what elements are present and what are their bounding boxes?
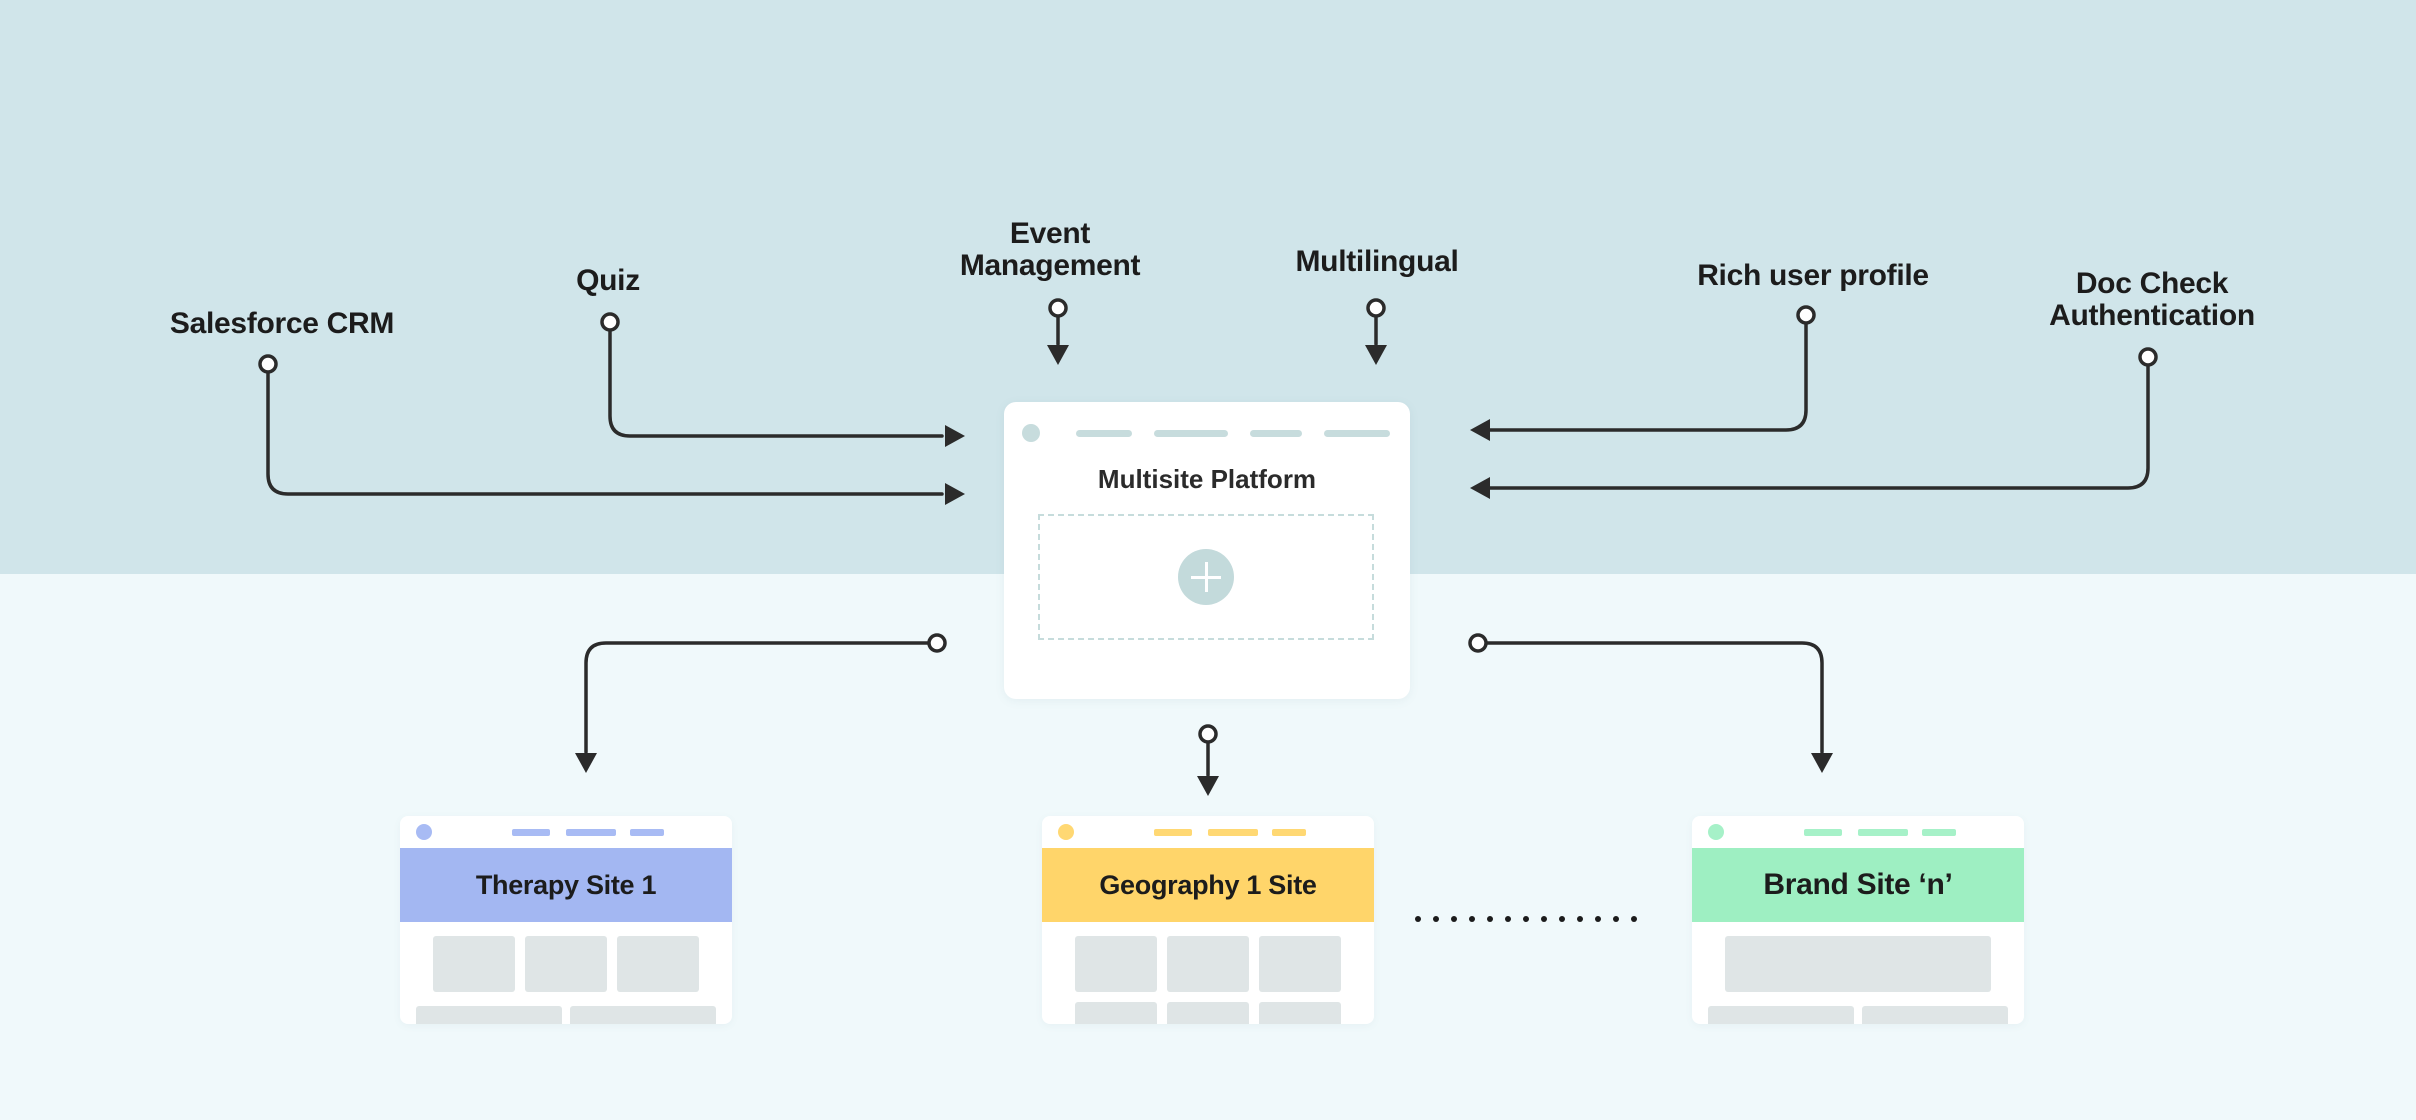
node-geography-out [1198, 724, 1218, 744]
site-title-geography: Geography 1 Site [1099, 869, 1317, 900]
nav-placeholder [1154, 430, 1228, 437]
node-quiz [600, 312, 620, 332]
arrowhead-therapy [575, 753, 597, 773]
window-dot [1022, 424, 1040, 442]
content-placeholder [1075, 1002, 1157, 1024]
arrowhead-event [1047, 345, 1069, 365]
node-therapy-out [927, 633, 947, 653]
multisite-platform-card: Multisite Platform [1004, 402, 1410, 699]
nav-placeholder [1324, 430, 1390, 437]
site-card-brand: Brand Site ‘n’ [1692, 816, 2024, 1024]
content-placeholder [1075, 936, 1157, 992]
connector-therapy [584, 641, 932, 754]
node-multilingual [1366, 298, 1386, 318]
arrowhead-geography [1197, 776, 1219, 796]
connector-brand [1484, 641, 1824, 754]
label-doc-check-authentication: Doc Check Authentication [2049, 268, 2255, 332]
window-dot [416, 824, 432, 840]
label-doccheck-line1: Doc Check [2075, 267, 2229, 300]
content-placeholder [1708, 1006, 1854, 1024]
content-placeholder [1862, 1006, 2008, 1024]
label-quiz: Quiz [576, 264, 640, 297]
platform-title: Multisite Platform [1097, 464, 1317, 494]
node-brand-out [1468, 633, 1488, 653]
platform-dropzone [1038, 514, 1374, 640]
node-doccheck [2138, 347, 2158, 367]
content-placeholder [1167, 936, 1249, 992]
site-card-therapy: Therapy Site 1 [400, 816, 732, 1024]
window-dot [1058, 824, 1074, 840]
content-placeholder [1725, 936, 1991, 992]
site-card-geography: Geography 1 Site [1042, 816, 1374, 1024]
content-placeholder [525, 936, 607, 992]
node-rich-profile [1796, 305, 1816, 325]
site-banner: Therapy Site 1 [400, 848, 732, 922]
arrowhead-salesforce [945, 483, 965, 505]
node-event [1048, 298, 1068, 318]
content-placeholder [416, 1006, 562, 1024]
connector-rich-profile [1488, 321, 1808, 432]
label-event-line1: Event [1009, 217, 1091, 250]
arrowhead-brand [1811, 753, 1833, 773]
arrowhead-multilingual [1365, 345, 1387, 365]
connector-salesforce [266, 370, 944, 496]
nav-placeholder [630, 829, 664, 836]
label-rich-user-profile: Rich user profile [1697, 259, 1929, 292]
arrowhead-rich-profile [1470, 419, 1490, 441]
nav-placeholder [1250, 430, 1302, 437]
connector-doccheck [1488, 361, 2150, 490]
site-title-brand: Brand Site ‘n’ [1763, 868, 1953, 901]
label-multilingual: Multilingual [1295, 245, 1459, 278]
content-placeholder [617, 936, 699, 992]
site-title-therapy: Therapy Site 1 [475, 869, 657, 900]
label-event-management: Event Management [959, 217, 1141, 282]
content-placeholder [1259, 1002, 1341, 1024]
nav-placeholder [1208, 829, 1258, 836]
content-placeholder [1259, 936, 1341, 992]
window-dot [1708, 824, 1724, 840]
content-placeholder [570, 1006, 716, 1024]
nav-placeholder [512, 829, 550, 836]
label-doccheck-line2: Authentication [2049, 299, 2255, 332]
more-sites-ellipsis [1415, 916, 1637, 922]
site-banner: Geography 1 Site [1042, 848, 1374, 922]
nav-placeholder [1076, 430, 1132, 437]
nav-placeholder [1804, 829, 1842, 836]
label-salesforce-crm: Salesforce CRM [169, 307, 395, 340]
label-event-line2: Management [959, 249, 1141, 282]
nav-placeholder [1922, 829, 1956, 836]
nav-placeholder [1858, 829, 1908, 836]
nav-placeholder [566, 829, 616, 836]
nav-placeholder [1154, 829, 1192, 836]
nav-placeholder [1272, 829, 1306, 836]
content-placeholder [1167, 1002, 1249, 1024]
arrowhead-quiz [945, 425, 965, 447]
arrowhead-doccheck [1470, 477, 1490, 499]
node-salesforce [258, 354, 278, 374]
site-banner: Brand Site ‘n’ [1692, 848, 2024, 922]
content-placeholder [433, 936, 515, 992]
plus-icon [1178, 549, 1234, 605]
connector-quiz [608, 328, 944, 438]
